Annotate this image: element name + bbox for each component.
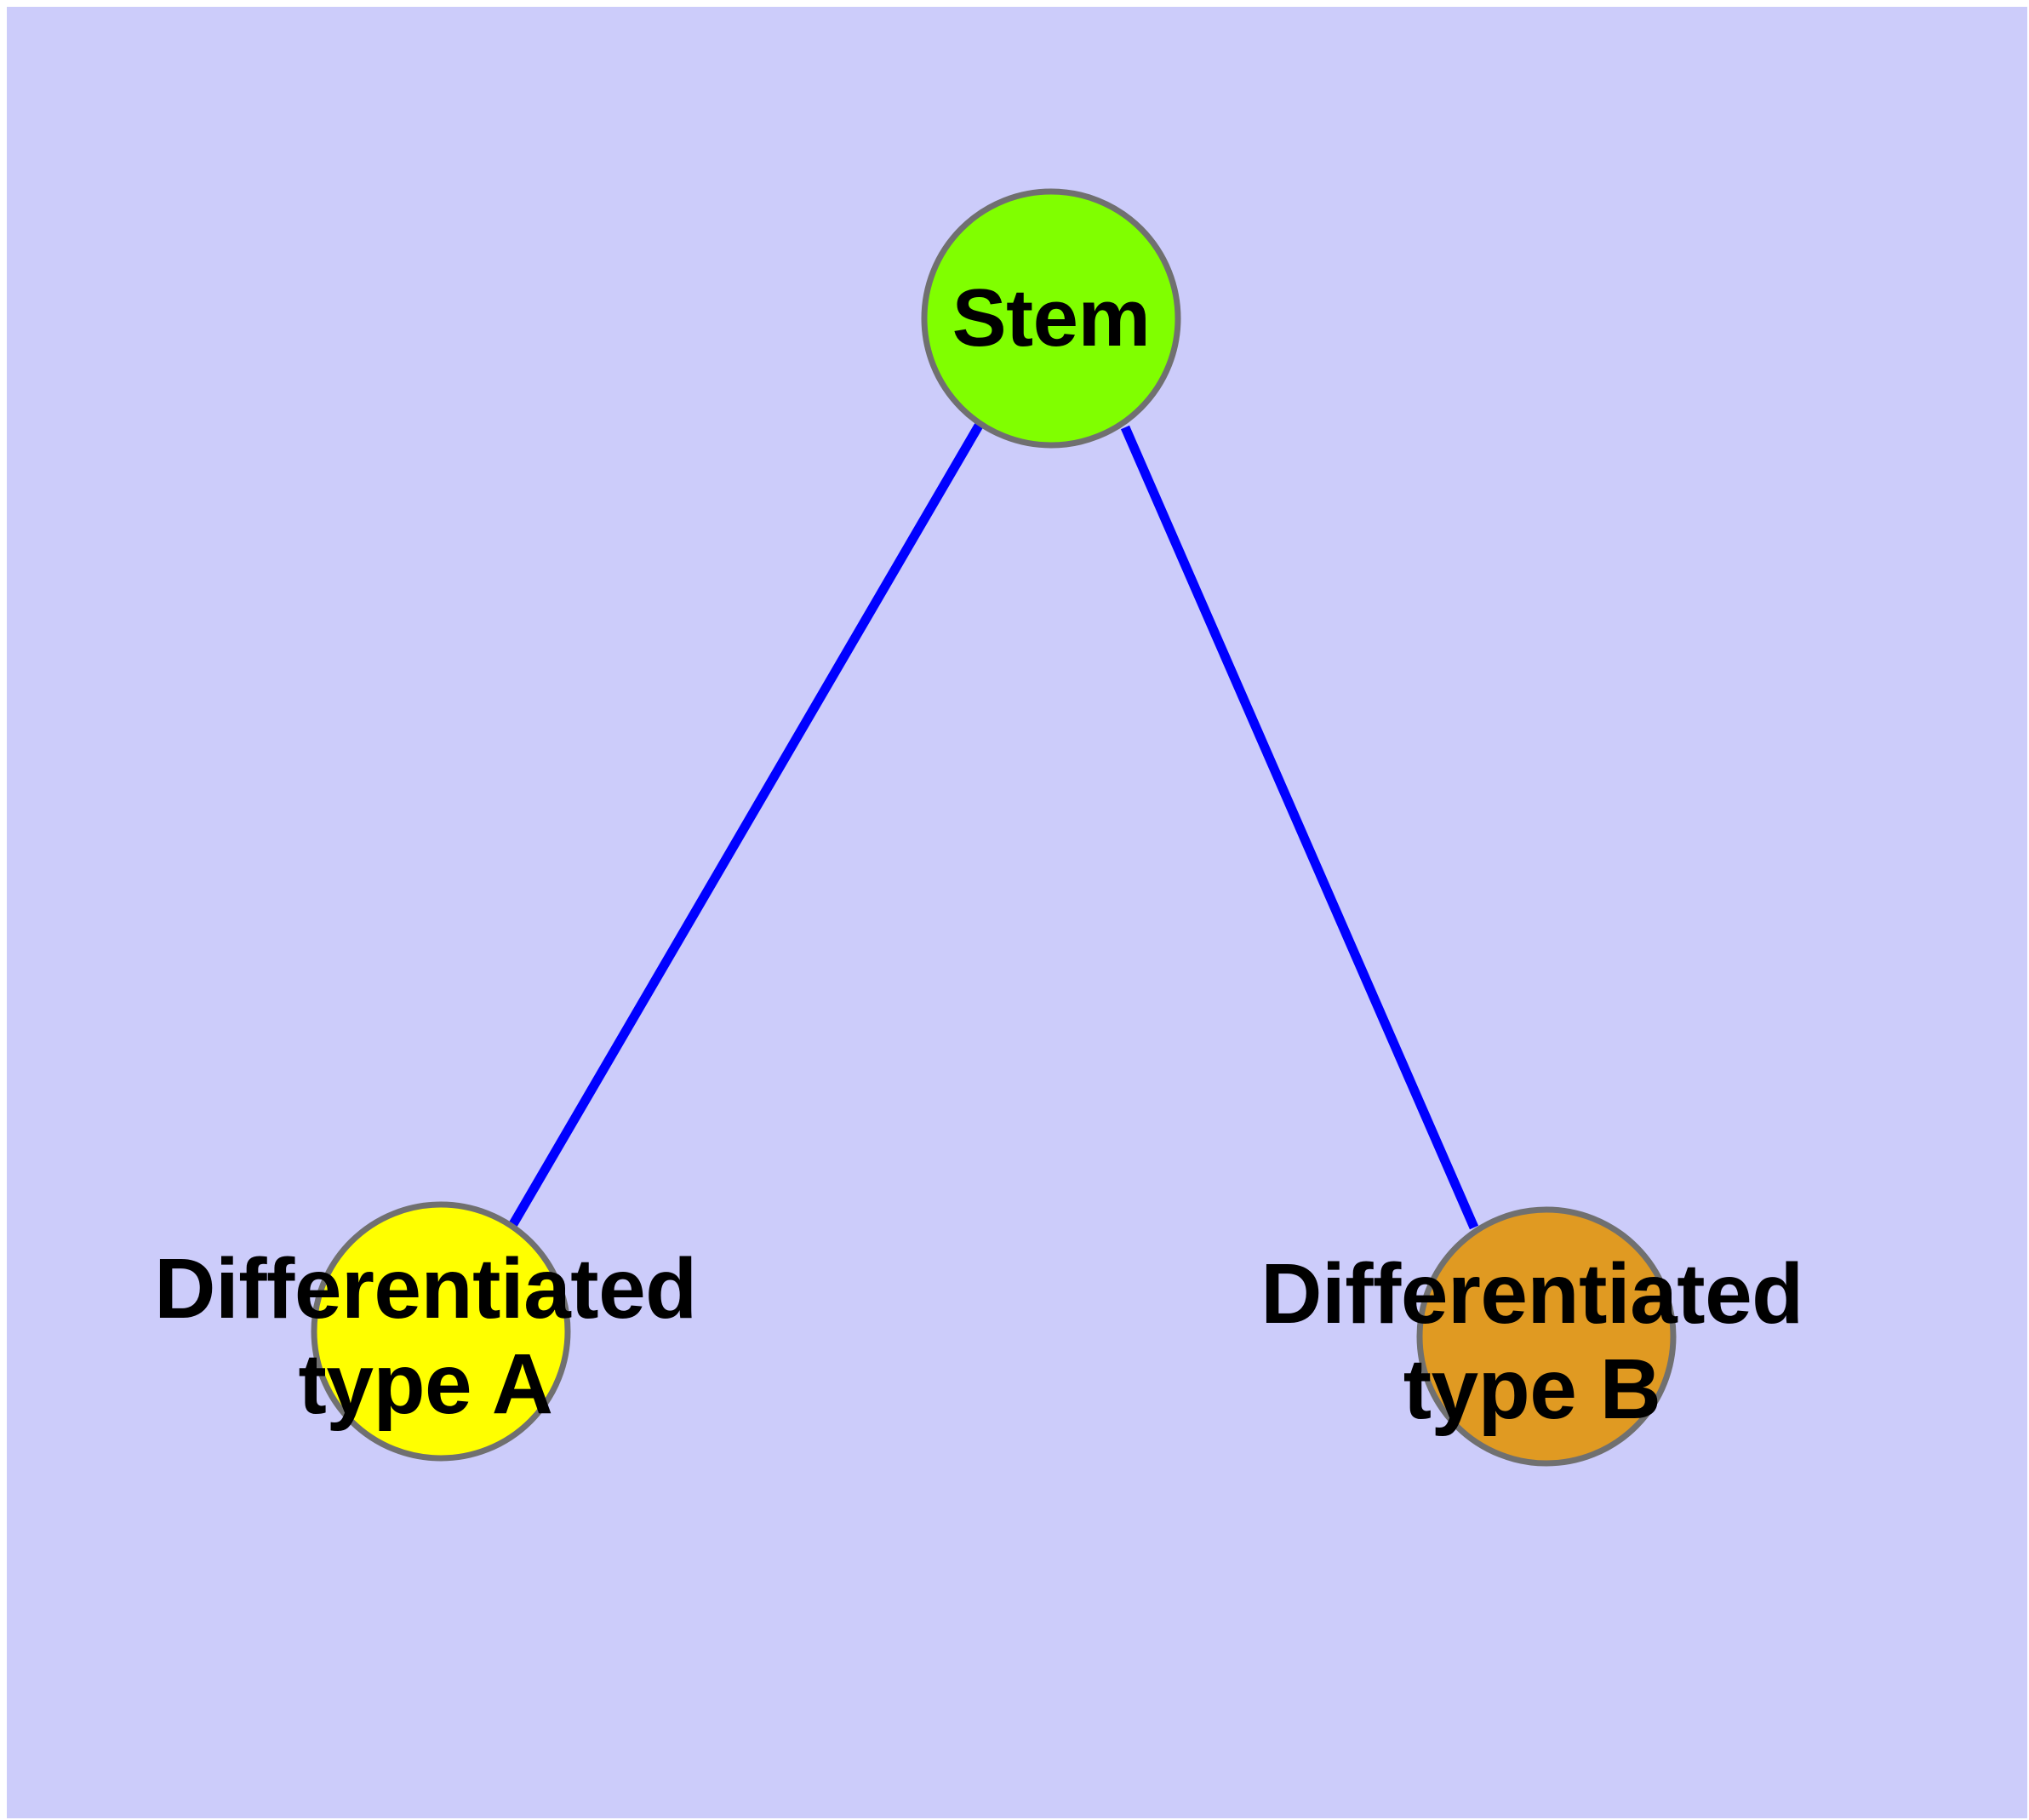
node-label-differentiated-type-b: Differentiated type B <box>1260 1246 1803 1437</box>
node-differentiated-type-b[interactable] <box>1416 1206 1677 1467</box>
node-stem[interactable] <box>921 188 1181 449</box>
node-layer <box>311 188 1677 1467</box>
edge-stem-to-differentiated-type-b <box>1120 425 1479 1230</box>
edge-layer <box>509 423 1479 1230</box>
edge-stem-to-differentiated-type-a <box>509 423 983 1227</box>
node-label-stem: Stem <box>952 272 1151 364</box>
node-label-differentiated-type-a: Differentiated type A <box>154 1241 697 1432</box>
node-differentiated-type-a[interactable] <box>311 1201 571 1462</box>
